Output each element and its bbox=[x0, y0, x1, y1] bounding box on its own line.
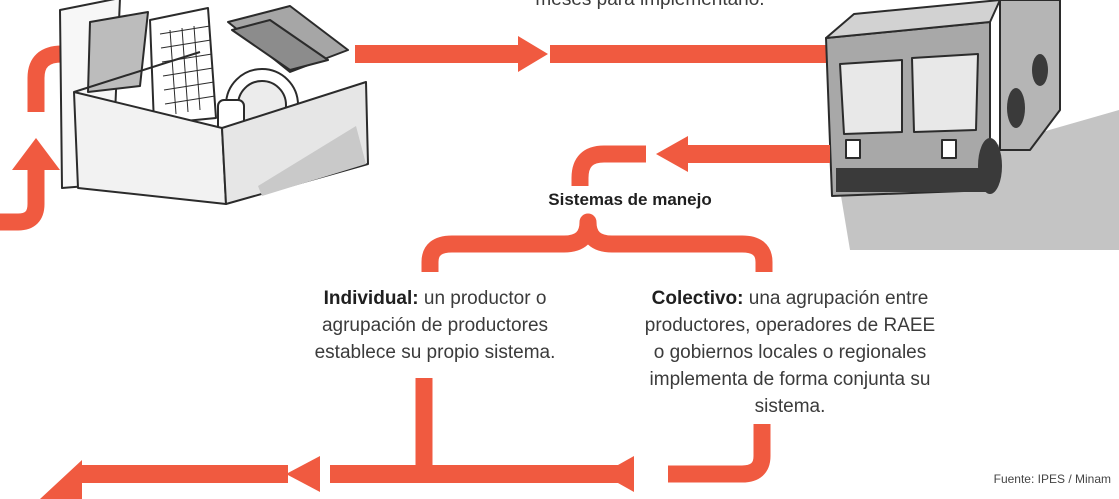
left-loop-path bbox=[0, 168, 45, 231]
e-waste-box-icon bbox=[59, 0, 369, 205]
top-note-text: meses para implementario. bbox=[470, 0, 830, 13]
return-flow-bar bbox=[686, 145, 830, 163]
bottom-flow-bar-b bbox=[80, 465, 288, 483]
top-arrowhead bbox=[518, 36, 548, 72]
individual-text: un productor o agrupación de productores… bbox=[314, 288, 556, 363]
truck-icon bbox=[825, 0, 1119, 250]
bottom-arrowhead-mid bbox=[286, 456, 320, 492]
split-brace-path bbox=[421, 213, 773, 272]
colectivo-label: Colectivo: bbox=[651, 288, 744, 309]
left-up-arrowhead bbox=[12, 138, 60, 170]
colectivo-description: Colectivo: una agrupación entre producto… bbox=[640, 285, 940, 420]
colectivo-text: una agrupación entre productores, operad… bbox=[644, 288, 936, 417]
colectivo-down-path bbox=[668, 424, 771, 483]
individual-description: Individual: un productor o agrupación de… bbox=[295, 285, 575, 366]
return-curve-path bbox=[571, 145, 646, 187]
top-flow-bar-b bbox=[550, 45, 840, 63]
source-credit: Fuente: IPES / Minam bbox=[993, 472, 1111, 486]
sistemas-heading: Sistemas de manejo bbox=[548, 190, 712, 209]
bottom-arrowhead-right bbox=[602, 456, 634, 492]
bottom-arrowhead-left bbox=[40, 460, 82, 499]
return-arrowhead bbox=[656, 136, 688, 172]
individual-label: Individual: bbox=[323, 288, 419, 309]
top-flow-bar-a bbox=[355, 45, 520, 63]
bottom-flow-bar-a bbox=[330, 465, 630, 483]
